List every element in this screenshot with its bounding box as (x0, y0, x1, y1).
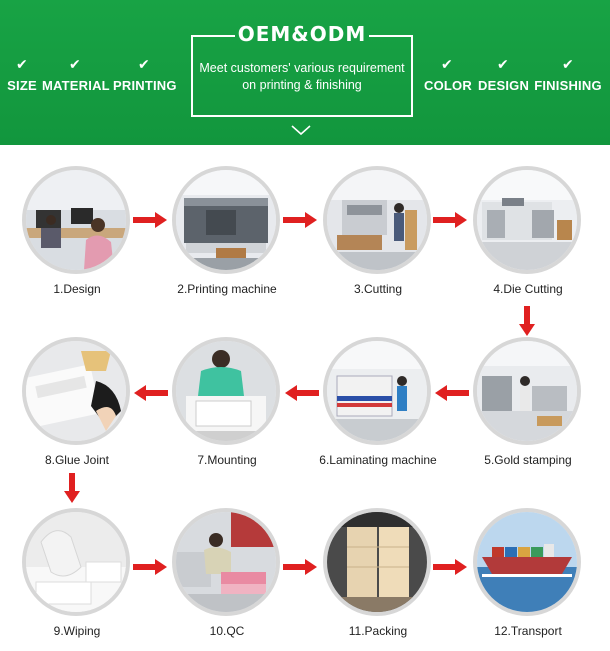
header-banner: ✔ SIZE ✔ MATERIAL ✔ PRINTING OEM&ODM Mee… (0, 0, 610, 145)
title-frame (191, 35, 413, 117)
feature-size: ✔ SIZE (5, 56, 39, 93)
arrow-right-icon (133, 212, 167, 228)
mounting-photo (172, 337, 280, 445)
gold-stamping-photo (473, 337, 581, 445)
step-label: 5.Gold stamping (484, 453, 572, 467)
check-icon: ✔ (497, 56, 509, 72)
die-cutting-photo (473, 166, 581, 274)
step-cutting: 3.Cutting (318, 166, 438, 296)
frame-line (369, 35, 413, 37)
step-label: 2.Printing machine (177, 282, 277, 296)
step-label: 12.Transport (494, 624, 562, 638)
laminating-machine-photo (323, 337, 431, 445)
step-laminating-machine: 6.Laminating machine (318, 337, 438, 467)
step-die-cutting: 4.Die Cutting (468, 166, 588, 296)
wiping-photo (22, 508, 130, 616)
step-label: 10.QC (209, 624, 245, 638)
step-label: 1.Design (53, 282, 101, 296)
step-mounting: 7.Mounting (167, 337, 287, 467)
page-title: OEM&ODM (237, 22, 367, 46)
feature-finishing: ✔ FINISHING (534, 56, 602, 93)
step-label: 7.Mounting (197, 453, 257, 467)
arrow-right-icon (133, 559, 167, 575)
check-icon: ✔ (138, 56, 150, 72)
arrow-right-icon (283, 212, 317, 228)
frame-line (191, 35, 235, 37)
design-office-photo (22, 166, 130, 274)
step-label: 4.Die Cutting (493, 282, 563, 296)
packing-photo (323, 508, 431, 616)
step-label: 11.Packing (348, 624, 408, 638)
step-label: 3.Cutting (353, 282, 403, 296)
step-label: 9.Wiping (53, 624, 101, 638)
glue-joint-photo (22, 337, 130, 445)
arrow-right-icon (283, 559, 317, 575)
feature-design: ✔ DESIGN (478, 56, 530, 93)
step-packing: 11.Packing (318, 508, 438, 638)
step-gold-stamping: 5.Gold stamping (468, 337, 588, 467)
step-wiping: 9.Wiping (17, 508, 137, 638)
printing-machine-photo (172, 166, 280, 274)
cutting-photo (323, 166, 431, 274)
check-icon: ✔ (69, 56, 81, 72)
arrow-down-icon (519, 306, 535, 336)
check-icon: ✔ (16, 56, 28, 72)
check-icon: ✔ (441, 56, 453, 72)
step-glue-joint: 8.Glue Joint (17, 337, 137, 467)
check-icon: ✔ (562, 56, 574, 72)
page-subtitle: Meet customers' various requirement on p… (199, 61, 405, 92)
feature-printing: ✔ PRINTING (113, 56, 177, 93)
arrow-right-icon (433, 559, 467, 575)
chevron-down-icon (291, 125, 311, 136)
qc-photo (172, 508, 280, 616)
feature-color: ✔ COLOR (424, 56, 472, 93)
step-transport: 12.Transport (468, 508, 588, 638)
step-printing-machine: 2.Printing machine (167, 166, 287, 296)
arrow-left-icon (134, 385, 168, 401)
step-label: 6.Laminating machine (319, 453, 437, 467)
transport-ship-photo (473, 508, 581, 616)
arrow-left-icon (435, 385, 469, 401)
arrow-left-icon (285, 385, 319, 401)
step-qc: 10.QC (167, 508, 287, 638)
arrow-right-icon (433, 212, 467, 228)
feature-material: ✔ MATERIAL (42, 56, 110, 93)
step-design: 1.Design (17, 166, 137, 296)
step-label: 8.Glue Joint (44, 453, 110, 467)
arrow-down-icon (64, 473, 80, 503)
